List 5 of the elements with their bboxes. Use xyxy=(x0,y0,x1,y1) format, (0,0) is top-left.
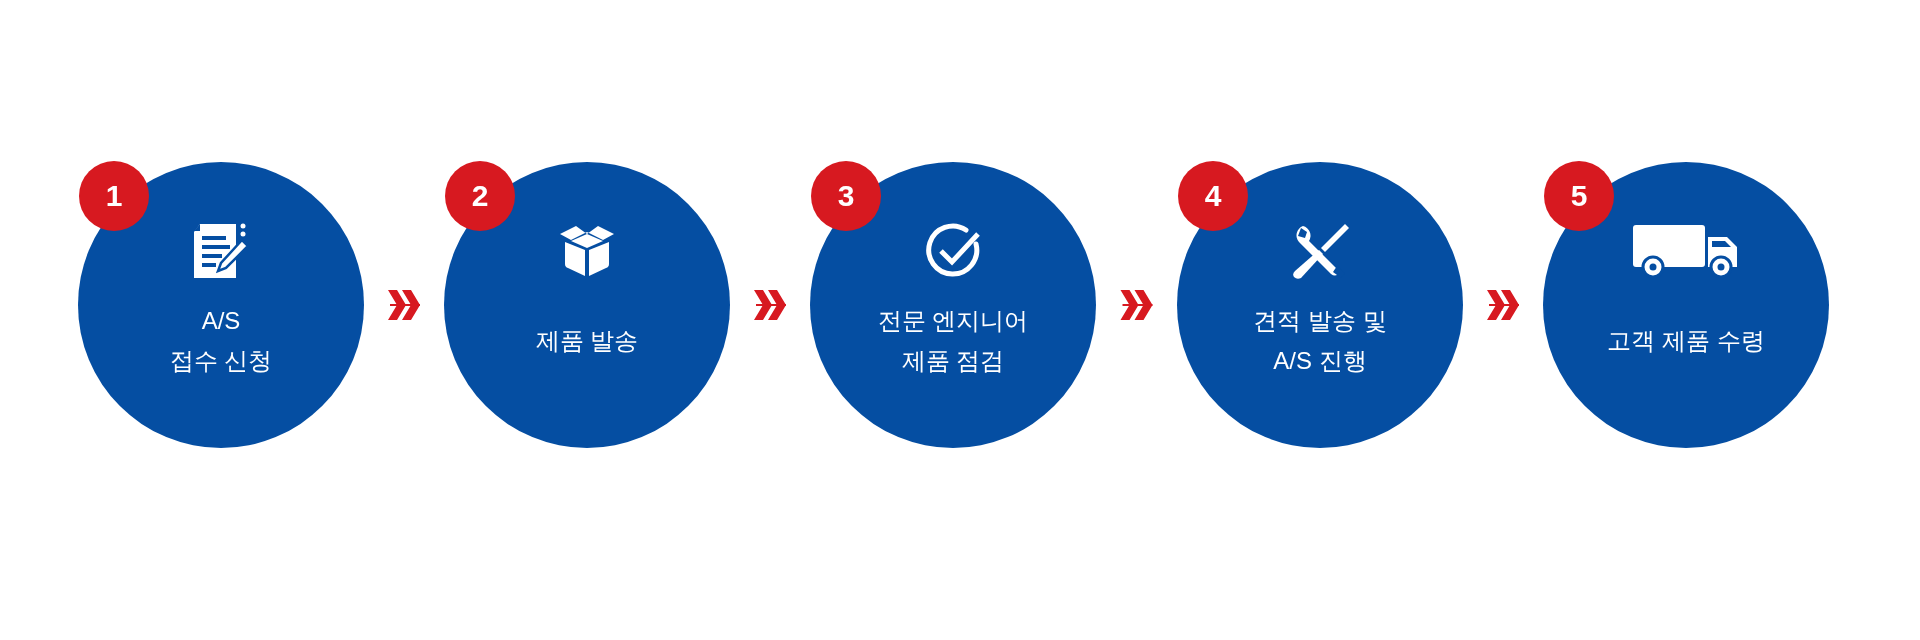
step-label: A/S 접수 신청 xyxy=(169,306,273,376)
step-label: 제품 발송 xyxy=(535,326,639,356)
step-label: 전문 엔지니어 제품 점검 xyxy=(877,306,1029,376)
step-label: 고객 제품 수령 xyxy=(1607,326,1765,356)
step-label: 견적 발송 및 A/S 진행 xyxy=(1253,306,1387,376)
